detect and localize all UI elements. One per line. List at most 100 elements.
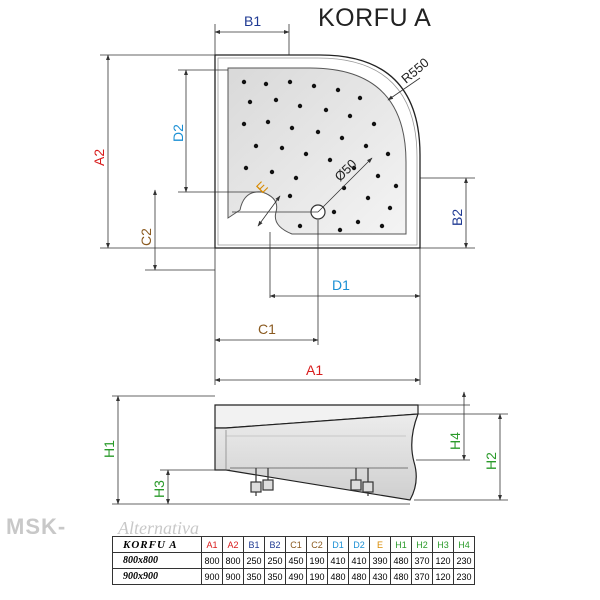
anti-slip-dot: [265, 119, 271, 125]
header-a2: A2: [222, 536, 244, 553]
anti-slip-dot: [365, 195, 371, 201]
anti-slip-dots: [241, 79, 399, 233]
label-h1: H1: [101, 440, 117, 458]
table-row: 900x900 900 900 350 350 490 190 480 480 …: [112, 568, 475, 585]
anti-slip-dot: [335, 87, 341, 93]
row-model: 900x900: [112, 568, 202, 585]
dimensions-table: KORFU A A1 A2 B1 B2 C1 C2 D1 D2 E H1 H2 …: [112, 536, 475, 585]
anti-slip-dot: [269, 169, 275, 175]
table-cell: 250: [243, 552, 265, 569]
table-cell: 900: [201, 568, 223, 585]
label-a1: A1: [306, 362, 323, 378]
header-b1: B1: [243, 536, 265, 553]
table-cell: 490: [285, 568, 307, 585]
top-view: B1 R550 Ø50 E A2 D2 C2 B2 D1 C1 A1: [91, 13, 475, 385]
tray-rim: [217, 57, 418, 246]
anti-slip-dot: [263, 81, 269, 87]
table-cell: 120: [432, 568, 454, 585]
table-cell: 370: [411, 552, 433, 569]
label-d2: D2: [170, 124, 186, 142]
anti-slip-dot: [241, 121, 247, 127]
anti-slip-dot: [293, 175, 299, 181]
header-d1: D1: [327, 536, 349, 553]
table-header-row: KORFU A A1 A2 B1 B2 C1 C2 D1 D2 E H1 H2 …: [112, 536, 475, 553]
table-row: 800x800 800 800 250 250 450 190 410 410 …: [112, 552, 475, 569]
label-c1: C1: [258, 321, 276, 337]
label-h4: H4: [447, 432, 463, 450]
label-c2: C2: [138, 228, 154, 246]
table-cell: 480: [327, 568, 349, 585]
header-h3: H3: [432, 536, 454, 553]
table-cell: 230: [453, 552, 475, 569]
table-cell: 800: [201, 552, 223, 569]
anti-slip-dot: [289, 125, 295, 131]
support-legs: [250, 468, 374, 496]
header-d2: D2: [348, 536, 370, 553]
table-cell: 120: [432, 552, 454, 569]
table-cell: 190: [306, 552, 328, 569]
anti-slip-dot: [311, 83, 317, 89]
anti-slip-dot: [297, 103, 303, 109]
table-cell: 230: [453, 568, 475, 585]
table-cell: 190: [306, 568, 328, 585]
watermark-brand: MSK-: [6, 514, 67, 539]
table-cell: 480: [390, 552, 412, 569]
table-cell: 480: [390, 568, 412, 585]
anti-slip-dot: [247, 99, 253, 105]
anti-slip-dot: [393, 183, 399, 189]
e-leader: [257, 195, 281, 227]
anti-slip-dot: [371, 121, 377, 127]
header-b2: B2: [264, 536, 286, 553]
table-cell: 390: [369, 552, 391, 569]
anti-slip-dot: [387, 205, 393, 211]
label-h2: H2: [483, 452, 499, 470]
header-h2: H2: [411, 536, 433, 553]
anti-slip-dot: [385, 151, 391, 157]
anti-slip-dot: [323, 107, 329, 113]
anti-slip-dot: [279, 145, 285, 151]
header-e: E: [369, 536, 391, 553]
table-cell: 350: [243, 568, 265, 585]
table-cell: 450: [285, 552, 307, 569]
anti-slip-dot: [297, 223, 303, 229]
anti-slip-dot: [337, 227, 343, 233]
anti-slip-dot: [327, 157, 333, 163]
table-cell: 410: [348, 552, 370, 569]
side-view: H1 H3 H4 H2: [101, 391, 508, 505]
anti-slip-dot: [243, 165, 249, 171]
table-cell: 250: [264, 552, 286, 569]
anti-slip-dot: [273, 97, 279, 103]
table-cell: 430: [369, 568, 391, 585]
tray-side-body: [214, 413, 419, 501]
table-model-header: KORFU A: [112, 536, 202, 553]
drain-leader: [317, 157, 373, 213]
anti-slip-dot: [253, 143, 259, 149]
label-d1: D1: [332, 277, 350, 293]
anti-slip-dot: [241, 79, 247, 85]
anti-slip-dot: [287, 79, 293, 85]
anti-slip-dot: [303, 151, 309, 157]
header-h1: H1: [390, 536, 412, 553]
anti-slip-dot: [379, 223, 385, 229]
anti-slip-dot: [315, 129, 321, 135]
table-cell: 370: [411, 568, 433, 585]
table-cell: 900: [222, 568, 244, 585]
anti-slip-dot: [339, 135, 345, 141]
anti-slip-dot: [363, 143, 369, 149]
anti-slip-dot: [351, 165, 357, 171]
header-c2: C2: [306, 536, 328, 553]
header-a1: A1: [201, 536, 223, 553]
table-cell: 800: [222, 552, 244, 569]
table-cell: 480: [348, 568, 370, 585]
header-c1: C1: [285, 536, 307, 553]
label-b2: B2: [449, 209, 465, 226]
label-h3: H3: [151, 480, 167, 498]
label-a2: A2: [91, 149, 107, 166]
label-b1: B1: [244, 13, 261, 29]
anti-slip-dot: [331, 209, 337, 215]
anti-slip-dot: [355, 219, 361, 225]
table-cell: 410: [327, 552, 349, 569]
anti-slip-dot: [287, 193, 293, 199]
anti-slip-dot: [357, 95, 363, 101]
